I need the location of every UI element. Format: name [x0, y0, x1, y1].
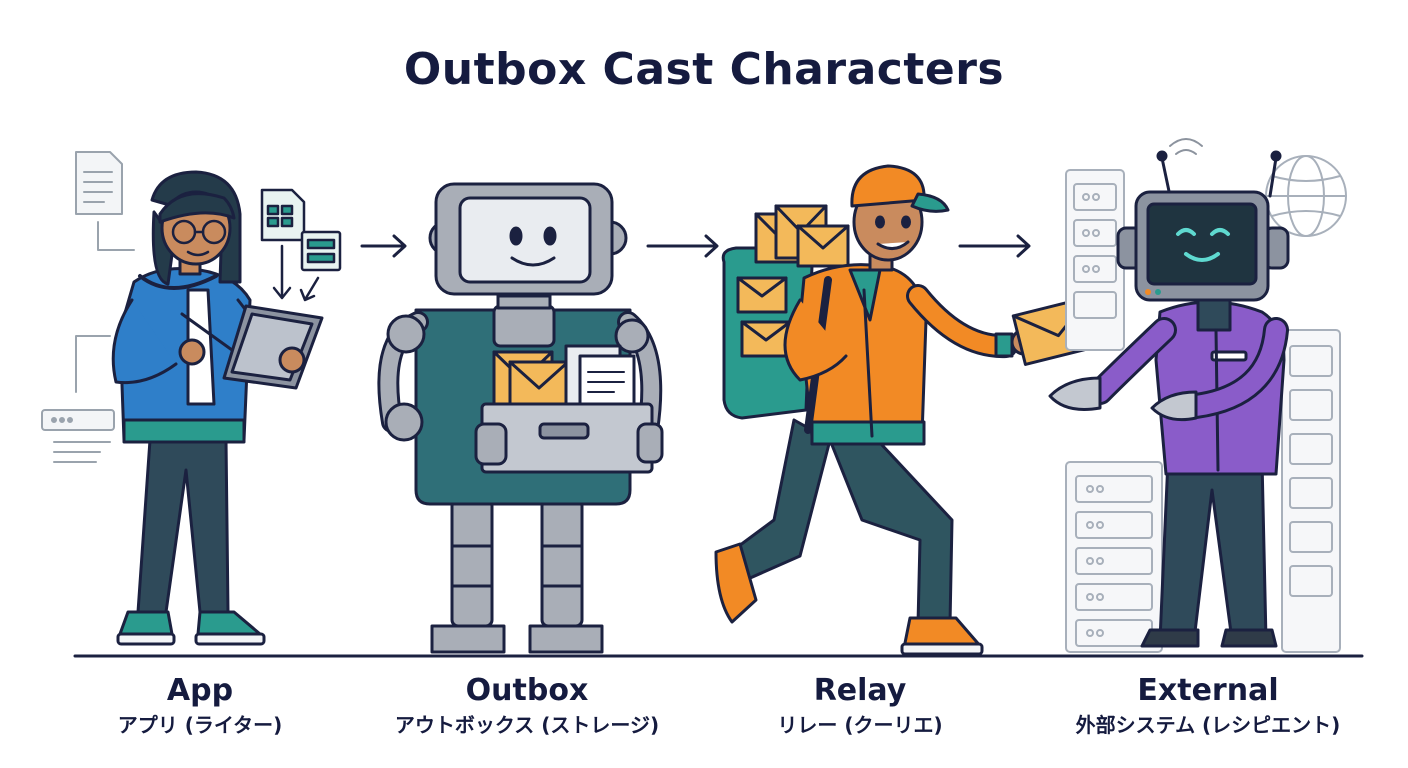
spreadsheet-icon: [262, 190, 340, 300]
arrow-right-icon: [960, 236, 1029, 256]
outbox-robot-character: [386, 184, 662, 652]
character-subtitle: 外部システム (レシピエント): [1028, 710, 1388, 740]
character-name: External: [1028, 672, 1388, 710]
document-icon: [76, 152, 122, 214]
server-rack-icon: [1066, 462, 1162, 652]
caption-relay: Relay リレー (クーリエ): [680, 672, 1040, 740]
app-writer-character: [113, 172, 322, 644]
caption-outbox: Outbox アウトボックス (ストレージ): [347, 672, 707, 740]
relay-courier-character: [716, 166, 1101, 654]
browser-window-icon: [42, 410, 114, 462]
character-name: App: [20, 672, 380, 710]
arrow-right-icon: [648, 236, 717, 256]
globe-icon: [1266, 156, 1346, 236]
caption-app: App アプリ (ライター): [20, 672, 380, 740]
arrow-right-icon: [362, 236, 405, 256]
character-subtitle: アウトボックス (ストレージ): [347, 710, 707, 740]
character-name: Relay: [680, 672, 1040, 710]
character-name: Outbox: [347, 672, 707, 710]
wifi-icon: [1170, 139, 1202, 154]
app-background-icons: [42, 152, 134, 462]
server-rack-icon: [1066, 170, 1124, 350]
character-subtitle: アプリ (ライター): [20, 710, 380, 740]
server-rack-icon: [1282, 330, 1340, 652]
character-subtitle: リレー (クーリエ): [680, 710, 1040, 740]
caption-external: External 外部システム (レシピエント): [1028, 672, 1388, 740]
